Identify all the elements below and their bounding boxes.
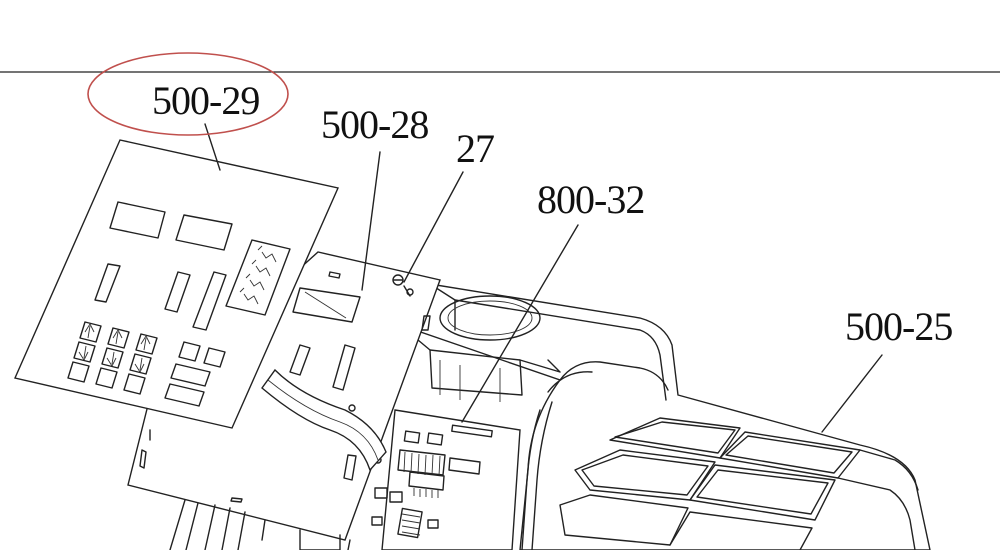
arrow-keypad [67,321,158,395]
leader-500-28 [361,151,381,291]
housing-body [378,283,931,550]
display-window-2 [175,214,233,251]
callout-500-25: 500-25 [845,304,952,349]
leader-lines [204,123,883,433]
circuit-board [371,409,521,550]
base-frame [169,499,351,550]
arrow-down-icon [73,341,96,363]
callout-27: 27 [456,126,494,171]
highlight-ellipse [87,52,289,136]
leader-500-29 [204,123,221,171]
screw-27 [392,274,414,297]
leader-800-32 [461,224,579,423]
callout-800-32: 800-32 [537,177,644,222]
membrane-overlay [14,139,339,429]
leader-500-25 [821,354,883,433]
arrow-down-icon [101,347,124,369]
zigzag-indicator-icon [225,239,291,316]
arrow-down-icon [129,353,152,375]
leader-27 [403,171,464,283]
callout-500-29: 500-29 [152,78,259,123]
callout-500-28: 500-28 [321,102,428,147]
arrow-up-icon [79,321,102,343]
arrow-up-icon [107,327,130,349]
display-window-1 [109,201,166,239]
panel-board [127,251,441,541]
arrow-up-icon [135,333,158,355]
housing-trays [559,417,919,550]
